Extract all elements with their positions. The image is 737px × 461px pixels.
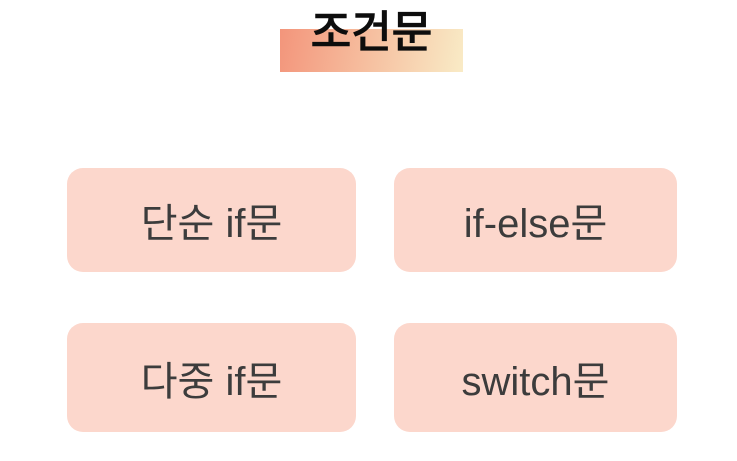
concept-box-label: 단순 if문 xyxy=(140,202,283,246)
concept-box-multi-if: 다중 if문 xyxy=(67,323,356,432)
concept-box-if-else: if-else문 xyxy=(394,168,677,272)
page-title: 조건문 xyxy=(310,8,433,57)
concept-box-simple-if: 단순 if문 xyxy=(67,168,356,272)
title-banner xyxy=(280,29,463,72)
concept-box-switch: switch문 xyxy=(394,323,677,432)
concept-box-label: 다중 if문 xyxy=(140,359,283,404)
concept-box-label: switch문 xyxy=(461,359,610,404)
concept-box-label: if-else문 xyxy=(463,202,608,246)
